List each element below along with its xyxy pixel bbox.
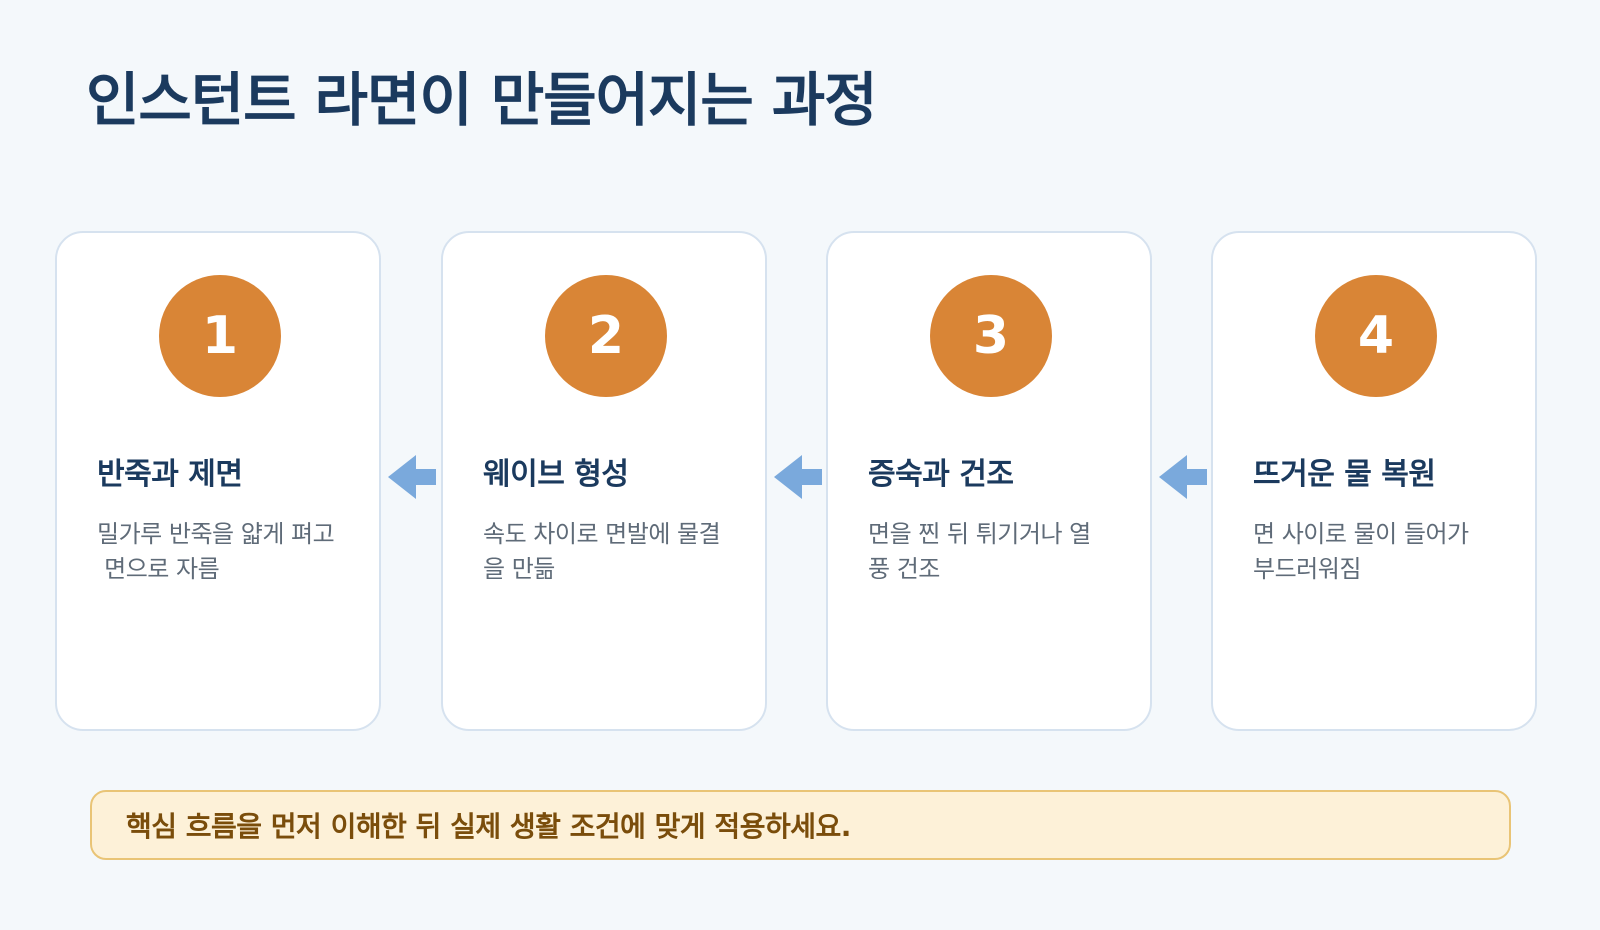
arrow-left-icon (1159, 455, 1207, 499)
step-number-badge: 2 (545, 275, 667, 397)
step-number-badge: 1 (159, 275, 281, 397)
step-card-1: 1 반죽과 제면 밀가루 반죽을 얇게 펴고 면으로 자름 (55, 231, 381, 731)
step-description: 면을 찐 뒤 튀기거나 열 풍 건조 (868, 520, 1091, 583)
step-description: 면 사이로 물이 들어가 부드러워짐 (1253, 520, 1469, 583)
step-card-3: 3 증숙과 건조 면을 찐 뒤 튀기거나 열 풍 건조 (826, 231, 1152, 731)
step-title: 반죽과 제면 (97, 457, 243, 492)
step-number-badge: 4 (1315, 275, 1437, 397)
step-number-badge: 3 (930, 275, 1052, 397)
tip-text: 핵심 흐름을 먼저 이해한 뒤 실제 생활 조건에 맞게 적용하세요. (126, 810, 851, 843)
page-title: 인스턴트 라면이 만들어지는 과정 (86, 66, 878, 134)
step-description: 밀가루 반죽을 얇게 펴고 면으로 자름 (97, 520, 335, 583)
step-title: 뜨거운 물 복원 (1253, 457, 1436, 492)
arrow-left-icon (388, 455, 436, 499)
step-card-4: 4 뜨거운 물 복원 면 사이로 물이 들어가 부드러워짐 (1211, 231, 1537, 731)
tip-box: 핵심 흐름을 먼저 이해한 뒤 실제 생활 조건에 맞게 적용하세요. (90, 790, 1511, 860)
step-description: 속도 차이로 면발에 물결 을 만듦 (483, 520, 721, 583)
step-card-2: 2 웨이브 형성 속도 차이로 면발에 물결 을 만듦 (441, 231, 767, 731)
step-title: 증숙과 건조 (868, 457, 1014, 492)
arrow-left-icon (774, 455, 822, 499)
step-title: 웨이브 형성 (483, 457, 629, 492)
